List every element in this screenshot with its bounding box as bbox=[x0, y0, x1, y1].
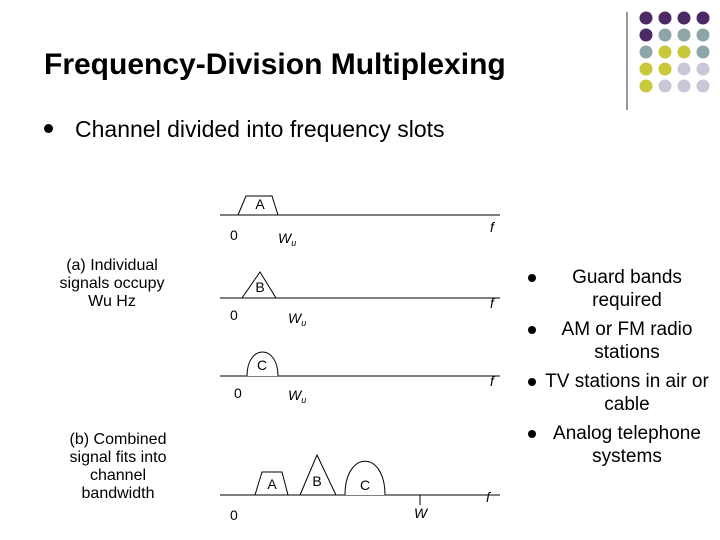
wu-label: Wu bbox=[288, 387, 306, 405]
logo-dot bbox=[639, 45, 653, 59]
list-item-text: AM or FM radio stations bbox=[561, 319, 693, 363]
list-item: Guard bands required bbox=[520, 266, 716, 312]
list-item: TV stations in air or cable bbox=[520, 370, 716, 416]
caption-line: signal fits into bbox=[69, 449, 167, 466]
logo-dot bbox=[658, 62, 672, 76]
row-b: B 0 Wu f bbox=[220, 271, 500, 328]
zero-label: 0 bbox=[230, 507, 238, 523]
signal-c-label: C bbox=[257, 357, 267, 373]
combined-b-shape bbox=[299, 453, 337, 496]
caption-line: channel bbox=[89, 467, 147, 484]
logo-dot bbox=[696, 62, 710, 76]
caption-line: (b) Combined bbox=[69, 431, 167, 448]
bullet-dot-icon bbox=[528, 378, 536, 386]
logo-dot bbox=[639, 79, 653, 93]
caption-combined: (b) Combined signal fits into channel ba… bbox=[50, 431, 186, 503]
logo-dot bbox=[658, 79, 672, 93]
logo-dot bbox=[677, 11, 691, 25]
f-label: f bbox=[490, 373, 496, 389]
logo-dot bbox=[696, 45, 710, 59]
zero-label: 0 bbox=[230, 307, 238, 323]
zero-label: 0 bbox=[234, 385, 242, 401]
wu-label: Wu bbox=[278, 230, 296, 248]
logo-dot bbox=[677, 28, 691, 42]
caption-line: Wu Hz bbox=[88, 293, 136, 310]
list-item-text: Guard bands required bbox=[572, 267, 682, 311]
row-a: A 0 Wu f bbox=[220, 195, 500, 248]
bullet-dot-icon bbox=[44, 124, 53, 134]
caption-individual: (a) Individual signals occupy Wu Hz bbox=[46, 257, 178, 311]
logo-dot bbox=[677, 79, 691, 93]
f-label: f bbox=[490, 295, 496, 311]
dot-grid-logo bbox=[626, 11, 710, 110]
combined-b-label: B bbox=[312, 473, 321, 489]
signal-b-shape bbox=[241, 271, 277, 299]
list-item-text: Analog telephone systems bbox=[553, 423, 701, 467]
main-bullet: Channel divided into frequency slots bbox=[44, 116, 445, 143]
signal-c-shape bbox=[246, 351, 279, 377]
caption-line: bandwidth bbox=[81, 485, 155, 502]
examples-list: Guard bands required AM or FM radio stat… bbox=[520, 266, 716, 474]
logo-dot bbox=[696, 11, 710, 25]
list-item: Analog telephone systems bbox=[520, 422, 716, 468]
bullet-dot-icon bbox=[528, 326, 536, 334]
caption-line: signals occupy bbox=[59, 275, 165, 292]
row-combined: A B C 0 W f bbox=[220, 453, 500, 523]
signal-b-label: B bbox=[255, 279, 264, 295]
logo-dot bbox=[639, 62, 653, 76]
zero-label: 0 bbox=[230, 227, 238, 243]
logo-dot bbox=[696, 79, 710, 93]
logo-dot bbox=[658, 11, 672, 25]
logo-dot bbox=[658, 28, 672, 42]
main-bullet-text: Channel divided into frequency slots bbox=[75, 116, 445, 142]
signal-a-shape bbox=[237, 195, 279, 216]
bullet-dot-icon bbox=[528, 274, 536, 282]
f-label: f bbox=[486, 489, 492, 505]
combined-c-label: C bbox=[360, 477, 370, 493]
logo-dot bbox=[639, 11, 653, 25]
list-item: AM or FM radio stations bbox=[520, 318, 716, 364]
combined-a-label: A bbox=[267, 476, 277, 492]
signal-a-label: A bbox=[255, 196, 265, 212]
logo-dot bbox=[677, 45, 691, 59]
logo-dot bbox=[639, 28, 653, 42]
wu-label: Wu bbox=[288, 310, 306, 328]
slide-title: Frequency-Division Multiplexing bbox=[44, 48, 506, 81]
logo-dot bbox=[658, 45, 672, 59]
combined-a-shape bbox=[254, 471, 289, 496]
row-c: C 0 Wu f bbox=[220, 351, 500, 405]
logo-dot bbox=[677, 62, 691, 76]
w-label: W bbox=[414, 505, 429, 521]
bullet-dot-icon bbox=[528, 430, 536, 438]
logo-dot bbox=[696, 28, 710, 42]
caption-line: (a) Individual bbox=[66, 257, 158, 274]
f-label: f bbox=[490, 219, 496, 235]
list-item-text: TV stations in air or cable bbox=[545, 371, 709, 415]
combined-c-shape bbox=[344, 460, 386, 496]
